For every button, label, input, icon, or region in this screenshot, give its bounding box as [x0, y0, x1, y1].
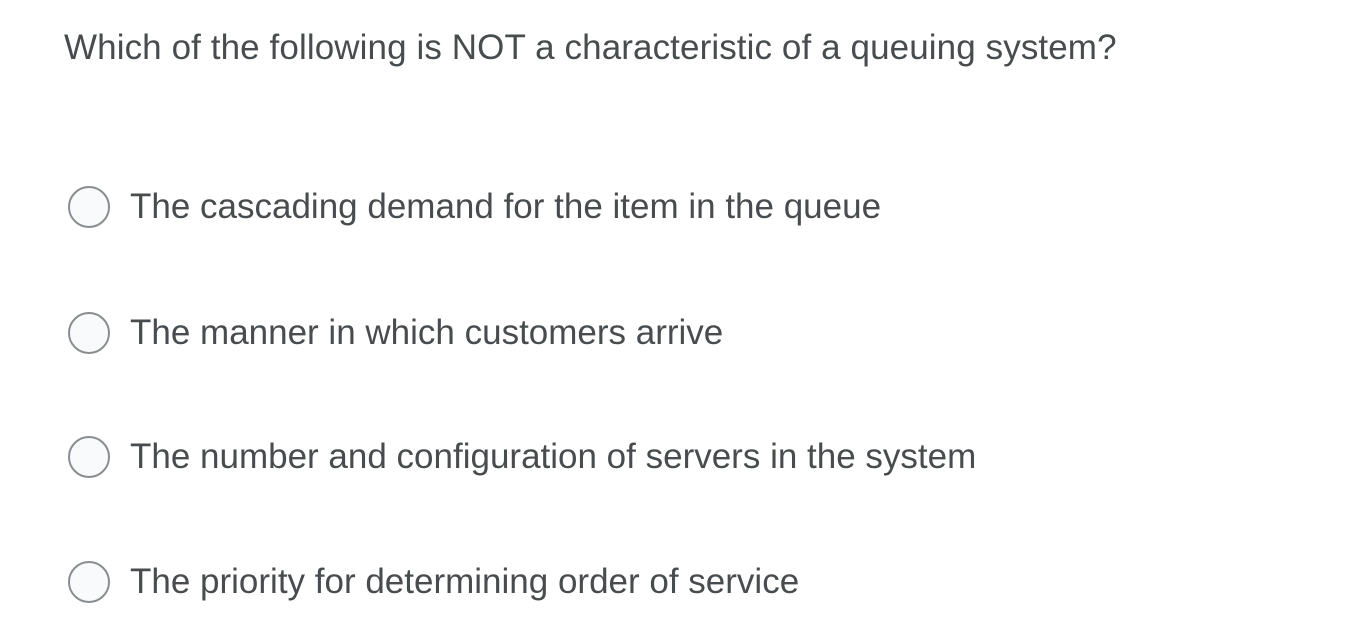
answer-option-2[interactable]: The manner in which customers arrive [68, 311, 723, 355]
radio-button-icon[interactable] [68, 561, 110, 603]
option-label: The cascading demand for the item in the… [130, 187, 882, 226]
option-label: The number and configuration of servers … [130, 437, 977, 476]
option-label: The manner in which customers arrive [130, 313, 724, 352]
question-text: Which of the following is NOT a characte… [64, 28, 1117, 67]
answer-option-4[interactable]: The priority for determining order of se… [68, 560, 799, 604]
option-label: The priority for determining order of se… [130, 562, 800, 601]
radio-button-icon[interactable] [68, 312, 110, 354]
radio-button-icon[interactable] [68, 436, 110, 478]
answer-option-3[interactable]: The number and configuration of servers … [68, 435, 976, 479]
answer-option-1[interactable]: The cascading demand for the item in the… [68, 185, 881, 229]
radio-button-icon[interactable] [68, 186, 110, 228]
